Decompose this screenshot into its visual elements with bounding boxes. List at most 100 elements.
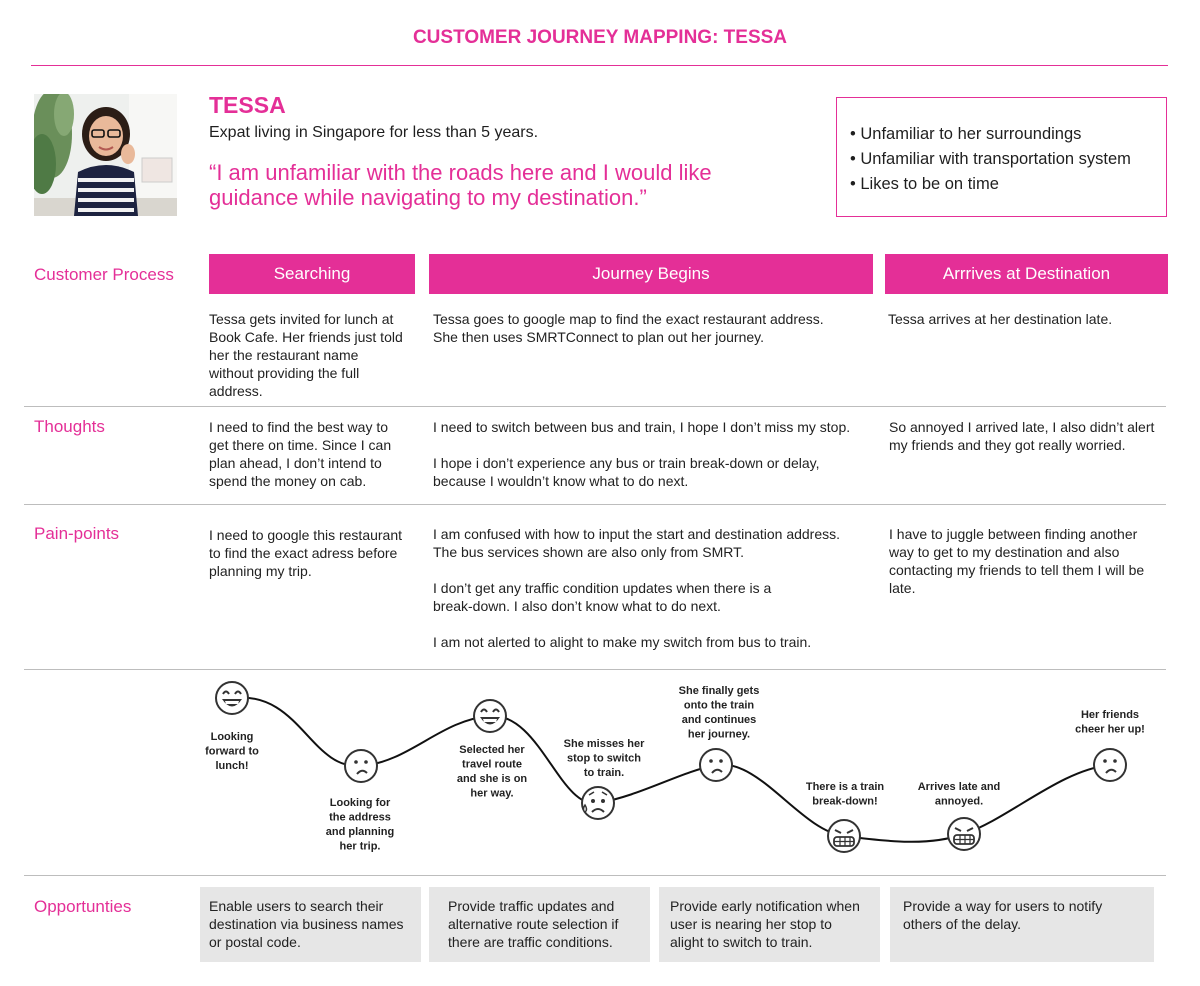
- quote-line: “I am unfamiliar with the roads here and…: [209, 160, 712, 185]
- text-line: [433, 561, 878, 579]
- text-line: others of the delay.: [903, 916, 1022, 932]
- sad-face-icon: [344, 749, 378, 783]
- text-line: I hope i don’t experience any bus or tra…: [433, 455, 820, 471]
- text-line: destination via business names: [209, 916, 404, 932]
- process-cell: Tessa goes to google map to find the exa…: [433, 310, 878, 346]
- text-line: address.: [209, 383, 263, 399]
- text-line: my friends and they got really worried.: [889, 437, 1126, 453]
- text-line: alight to switch to train.: [670, 934, 813, 950]
- caption-line: annoyed.: [935, 796, 983, 808]
- sad-face-icon: [699, 748, 733, 782]
- text-line: contacting my friends to tell them I wil…: [889, 562, 1145, 578]
- caption-line: She misses her: [564, 738, 645, 750]
- caption-line: break-down!: [812, 796, 877, 808]
- caption-line: her way.: [470, 788, 513, 800]
- text-line: user is nearing her stop to: [670, 916, 832, 932]
- text-line: Book Cafe. Her friends just told: [209, 329, 403, 345]
- text-line: planning my trip.: [209, 563, 312, 579]
- caption-line: stop to switch: [567, 753, 641, 765]
- caption-line: the address: [329, 812, 391, 824]
- caption-line: She finally gets: [679, 685, 760, 697]
- text-line: I have to juggle between finding another: [889, 526, 1138, 542]
- row-label-customer-process: Customer Process: [34, 265, 174, 284]
- process-cell: Tessa arrives at her destination late.: [888, 310, 1178, 328]
- trait-item: • Likes to be on time: [850, 175, 999, 193]
- stage-label: Arrrives at Destination: [942, 264, 1111, 283]
- caption-line: cheer her up!: [1075, 724, 1145, 736]
- pain-point-cell: I have to juggle between finding another…: [889, 525, 1179, 597]
- text-line: alternative route selection if: [448, 916, 619, 932]
- text-line: I don’t get any traffic condition update…: [433, 580, 772, 596]
- text-line: So annoyed I arrived late, I also didn’t…: [889, 419, 1155, 435]
- text-line: Provide a way for users to notify: [903, 898, 1103, 914]
- caption-line: and she is on: [457, 773, 528, 785]
- text-line: [433, 615, 878, 633]
- trait-item: • Unfamiliar with transportation system: [850, 150, 1131, 168]
- title-divider: [31, 65, 1168, 66]
- caption-line: and continues: [682, 714, 757, 726]
- caption-line: travel route: [462, 759, 522, 771]
- worried-face-icon: [581, 786, 615, 820]
- caption-line: Looking for: [330, 797, 391, 809]
- emotion-caption: Arrives late and annoyed.: [918, 781, 1001, 808]
- text-line: to find the exact adress before: [209, 545, 398, 561]
- caption-line: onto the train: [684, 700, 755, 712]
- caption-line: Selected her: [459, 744, 525, 756]
- text-line: I am not alerted to alight to make my sw…: [433, 634, 812, 650]
- text-line: The bus services shown are also only fro…: [433, 544, 744, 560]
- opportunity-box: Provide a way for users to notify others …: [890, 887, 1154, 962]
- caption-line: lunch!: [216, 760, 249, 772]
- trait-item: • Unfamiliar to her surroundings: [850, 125, 1082, 143]
- row-label-opportunities: Opportunties: [34, 897, 132, 916]
- caption-line: her journey.: [688, 729, 750, 741]
- stage-label: Journey Begins: [592, 264, 710, 283]
- row-divider: [24, 875, 1166, 876]
- text-line: I need to find the best way to: [209, 419, 389, 435]
- text-line: break-down. I also don’t know what to do…: [433, 598, 721, 614]
- page-title: CUSTOMER JOURNEY MAPPING: TESSA: [412, 27, 788, 48]
- persona-description: Expat living in Singapore for less than …: [209, 124, 539, 141]
- grimacing-face-icon: [947, 817, 981, 851]
- text-line: Tessa arrives at her destination late.: [888, 311, 1113, 327]
- text-line: or postal code.: [209, 934, 301, 950]
- sad-face-icon: [1093, 748, 1127, 782]
- text-line: Provide traffic updates and: [448, 898, 615, 914]
- text-line: spend the money on cab.: [209, 473, 367, 489]
- row-divider: [24, 669, 1166, 670]
- laughing-face-icon: [473, 699, 507, 733]
- text-line: because I wouldn’t know what to do next.: [433, 473, 689, 489]
- row-divider: [24, 406, 1166, 407]
- text-line: get there on time. Since I can: [209, 437, 392, 453]
- stage-searching: Searching: [209, 254, 415, 294]
- text-line: [433, 436, 883, 454]
- persona-name: TESSA: [209, 92, 286, 118]
- caption-line: Looking: [211, 731, 254, 743]
- row-label-thoughts: Thoughts: [34, 417, 105, 436]
- caption-line: Arrives late and: [918, 781, 1001, 793]
- text-line: her the restaurant name: [209, 347, 359, 363]
- persona-photo: [34, 94, 177, 216]
- row-label-pain-points: Pain-points: [34, 524, 120, 543]
- trait-text: Unfamiliar with transportation system: [860, 150, 1131, 168]
- text-line: Provide early notification when: [670, 898, 860, 914]
- text-line: without providing the full: [209, 365, 360, 381]
- text-line: I need to switch between bus and train, …: [433, 419, 851, 435]
- row-divider: [24, 504, 1166, 505]
- opportunity-box: Provide early notification when user is n…: [659, 887, 880, 962]
- text-line: way to get to my destination and also: [889, 544, 1120, 560]
- text-line: plan ahead, I don’t intend to: [209, 455, 382, 471]
- trait-text: Likes to be on time: [860, 175, 999, 193]
- stage-journey-begins: Journey Begins: [429, 254, 873, 294]
- laughing-face-icon: [215, 681, 249, 715]
- text-line: late.: [889, 580, 916, 596]
- text-line: there are traffic conditions.: [448, 934, 613, 950]
- quote-line: guidance while navigating to my destinat…: [209, 185, 647, 210]
